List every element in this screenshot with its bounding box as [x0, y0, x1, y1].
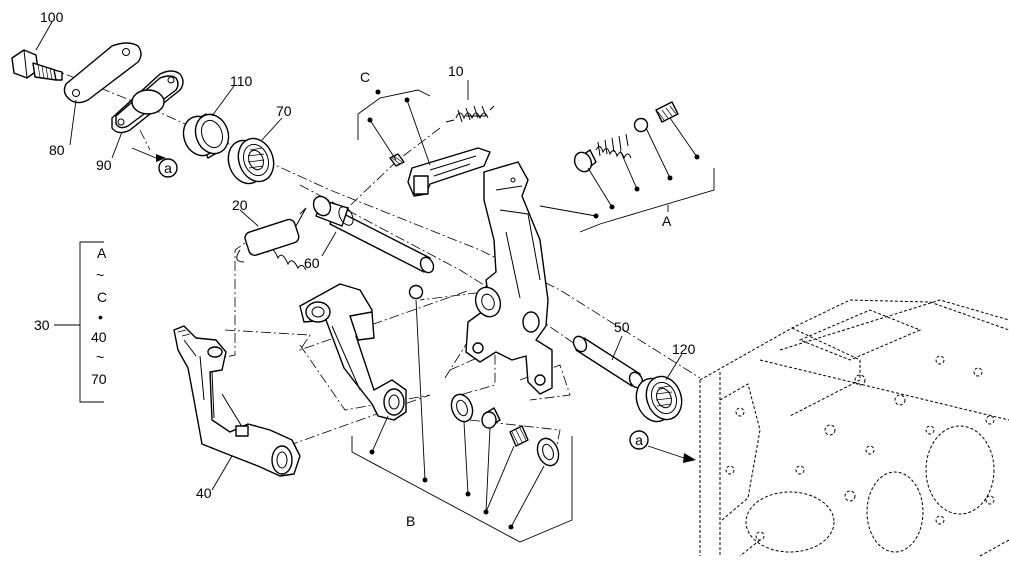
- group-label-a: A: [662, 213, 672, 229]
- bracket-a: [539, 117, 715, 233]
- part-middle-lever: [299, 283, 407, 421]
- part-20-spring: [236, 207, 307, 271]
- callout-10: 10: [448, 63, 464, 79]
- part-40-lever: [173, 325, 301, 477]
- range-line-1: A: [97, 245, 107, 261]
- part-50-pin: [572, 335, 644, 389]
- ref-a-bottom-label: a: [635, 432, 643, 448]
- callout-50: 50: [614, 319, 630, 335]
- part-80-plate: [63, 42, 142, 104]
- reference-a-bottom: a: [629, 430, 696, 463]
- callout-120: 120: [672, 341, 696, 357]
- bracket-c: [357, 89, 486, 166]
- part-120-bearing: [635, 375, 683, 423]
- callout-80: 80: [49, 142, 65, 158]
- part-110-bushing: [182, 113, 230, 159]
- ref-a-top-label: a: [164, 160, 172, 176]
- part-70-bearing: [227, 137, 275, 185]
- part-main-lever: [465, 161, 553, 395]
- bracket-b: [351, 299, 573, 543]
- group-a-detent: [573, 101, 679, 173]
- range-line-3: 40: [91, 329, 107, 345]
- group-b-parts: [450, 393, 560, 467]
- part-60-shaft: [312, 195, 435, 274]
- callout-leaders: [35, 21, 683, 491]
- callout-20: 20: [232, 197, 248, 213]
- part-90-gasket: [111, 70, 184, 134]
- callout-60: 60: [304, 255, 320, 271]
- range-line-4: 70: [91, 371, 107, 387]
- callout-40: 40: [196, 485, 212, 501]
- range-bullet: •: [98, 309, 103, 325]
- range-tilde-1: ~: [96, 267, 104, 283]
- callout-70: 70: [276, 103, 292, 119]
- group-label-c: C: [360, 69, 370, 85]
- callout-90: 90: [96, 157, 112, 173]
- ball-b: [408, 284, 424, 300]
- range-line-2: C: [97, 289, 107, 305]
- part-10-spring: [445, 105, 495, 123]
- callout-110: 110: [230, 73, 253, 89]
- callout-labels: 100 80 90 110 70 20 60 10 50 120 40 30 A…: [34, 9, 696, 529]
- group-c-linkage: [389, 147, 491, 197]
- reference-a-top: a: [131, 147, 178, 178]
- callout-30: 30: [34, 317, 50, 333]
- callout-100: 100: [40, 9, 64, 25]
- part-100-bolt: [11, 49, 63, 81]
- range-tilde-2: ~: [96, 349, 104, 365]
- group-label-b: B: [406, 513, 415, 529]
- range-note: A ~ C • 40 ~ 70: [91, 245, 107, 387]
- housing-phantom: [699, 299, 1009, 557]
